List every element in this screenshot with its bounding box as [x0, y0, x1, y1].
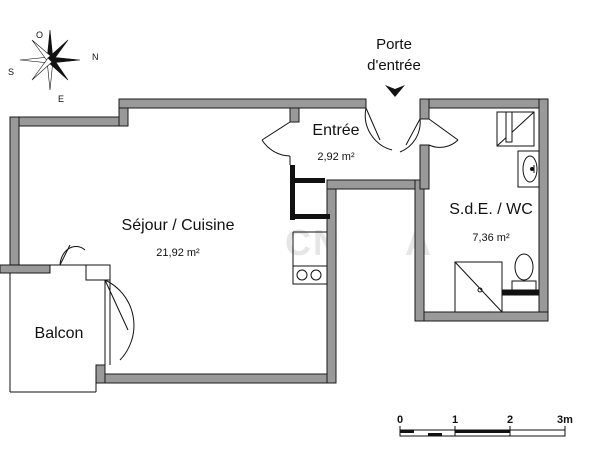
- balcony: [9, 244, 135, 393]
- scale-tick-2: 2: [507, 414, 513, 426]
- entry-arrow-icon: [385, 85, 405, 97]
- entry-inner-door: [261, 121, 291, 165]
- kitchen-hob: [292, 231, 328, 285]
- compass-rose-icon: [19, 29, 81, 91]
- washbasin: [517, 150, 540, 188]
- compass-north-label: N: [92, 52, 99, 62]
- radiator: [505, 111, 513, 143]
- compass-east-label: E: [58, 94, 64, 104]
- entry-marker-line1: Porte: [376, 36, 412, 53]
- room-entree-area: 2,92 m²: [317, 151, 355, 163]
- scale-tick-0: 0: [397, 414, 403, 426]
- main-entrance-door: [364, 107, 421, 153]
- toilet: [511, 253, 537, 291]
- room-sejour-area: 21,92 m²: [156, 247, 200, 259]
- scale-bar: [399, 426, 566, 437]
- compass-west-label: O: [36, 30, 43, 40]
- entry-marker-line2: d'entrée: [367, 57, 421, 74]
- room-sejour-name: Séjour / Cuisine: [122, 217, 235, 234]
- scale-tick-3m: 3m: [557, 414, 573, 426]
- bathroom-fixtures: [454, 111, 540, 313]
- room-balcon-name: Balcon: [35, 325, 84, 342]
- sde-door: [428, 118, 459, 148]
- shower-cabin: [454, 261, 503, 313]
- room-sde-name: S.d.E. / WC: [449, 201, 533, 218]
- room-entree-name: Entrée: [312, 122, 359, 139]
- compass-south-label: S: [8, 67, 14, 77]
- scale-tick-1: 1: [452, 414, 458, 426]
- room-sde-area: 7,36 m²: [472, 232, 510, 244]
- entry-partition: [290, 165, 330, 220]
- top-shower-tray: [496, 111, 535, 147]
